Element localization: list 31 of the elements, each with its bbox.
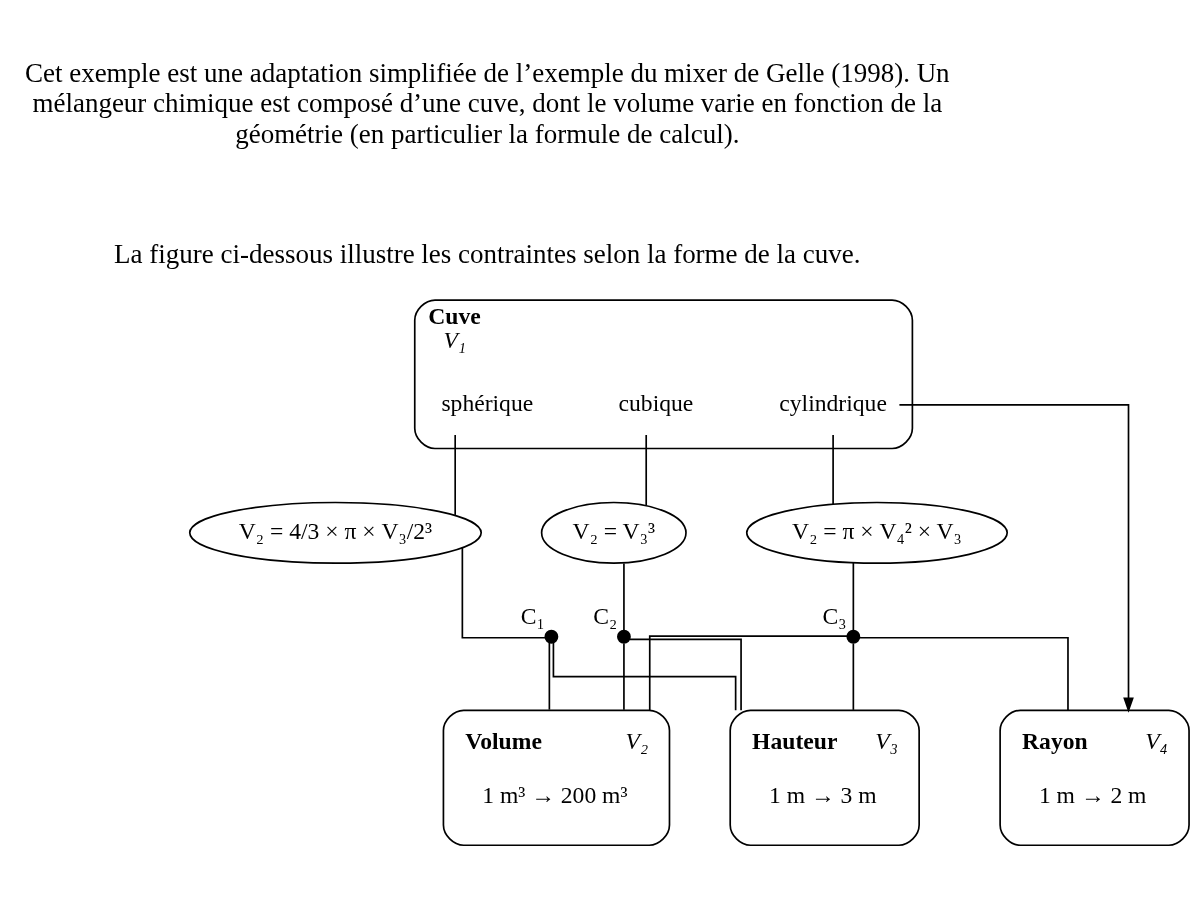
node-ellipse: V₂ = 4/3 × π × V₃/2³ — [188, 501, 483, 564]
node-text: cubique — [618, 389, 694, 416]
connector — [852, 642, 855, 711]
connector — [852, 561, 855, 631]
label: La figure ci-dessous illustre les contraintes selon la forme de la cuve. — [114, 238, 861, 269]
node-ellipse: V₂ = V₃³ — [540, 501, 687, 564]
node-box: Hauteur V₃ 1 m → 3 m — [729, 708, 920, 846]
node-box: Rayon V₄ 1 m → 2 m — [999, 708, 1190, 846]
node-text: sphérique — [441, 389, 534, 416]
node-text: cylindrique — [779, 389, 887, 416]
connector — [552, 641, 737, 711]
arrow — [898, 403, 1134, 713]
node-label: C₁ — [520, 602, 545, 629]
connector — [832, 433, 834, 505]
node-ellipse: V₂ = π × V₄² × V₃ — [745, 501, 1009, 564]
connector — [454, 433, 457, 516]
node-circle — [846, 629, 861, 644]
node-label: C₃ — [822, 602, 847, 629]
node-label: C₂ — [593, 602, 618, 629]
label: Cet exemple est une adaptation simplifiée de l’exemple du mixer de Gelle (1998). Un mélangeur chimique est composé d’une cuve, dont le volume varie en fonction de la géométrie (en particulier la formule de calcul). — [24, 57, 950, 149]
connector — [623, 562, 625, 631]
node-circle — [544, 629, 559, 644]
node-circle — [617, 629, 631, 644]
connector — [548, 641, 551, 710]
connector — [623, 642, 625, 711]
connector — [461, 546, 546, 639]
node-box: Volume V₂ 1 m³ → 200 m³ — [442, 708, 671, 846]
connector — [628, 638, 742, 711]
connector — [648, 634, 848, 711]
connector — [858, 636, 1069, 711]
connector — [645, 433, 648, 506]
